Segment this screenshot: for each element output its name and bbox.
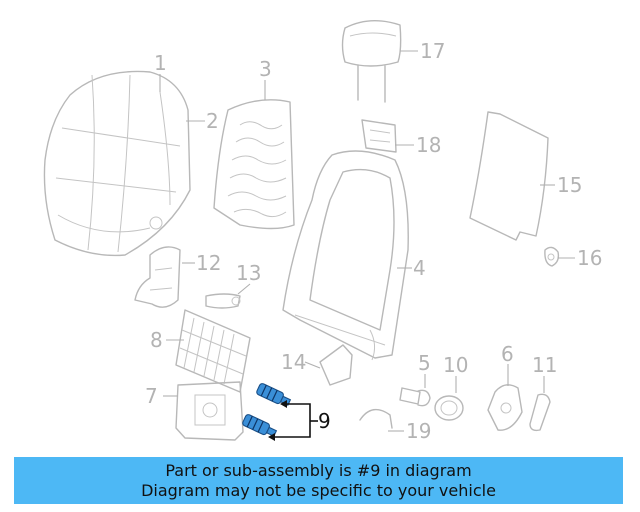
small-bracket	[319, 344, 353, 386]
callout-2: 2	[206, 109, 219, 133]
callout-12: 12	[196, 251, 221, 275]
bolt	[399, 387, 431, 407]
back-panel	[469, 111, 549, 241]
part-9-lower-component	[242, 414, 278, 437]
leader-lines	[159, 50, 575, 432]
recliner-cover	[487, 384, 523, 431]
callout-17: 17	[420, 39, 445, 63]
callout-15: 15	[557, 173, 582, 197]
callout-10: 10	[443, 353, 468, 377]
part-9-highlighted	[242, 383, 292, 437]
callout-6: 6	[501, 342, 514, 366]
callout-9-bracket	[268, 400, 318, 441]
callout-9: 9	[318, 409, 331, 433]
headrest	[341, 20, 402, 103]
callout-1: 1	[154, 51, 167, 75]
knob	[434, 395, 464, 421]
side-bracket	[134, 246, 181, 308]
callout-5: 5	[418, 351, 431, 375]
seat-back-frame	[282, 150, 409, 361]
seat-back-cover	[43, 70, 191, 257]
part-9-upper-component	[256, 383, 292, 406]
wire	[359, 408, 393, 429]
clip	[544, 246, 560, 267]
callout-14: 14	[281, 350, 306, 374]
caption-line-1: Part or sub-assembly is #9 in diagram	[165, 460, 472, 480]
pin	[205, 293, 241, 309]
callout-3: 3	[259, 57, 272, 81]
callout-labels: 1 2 3 4 5 6 7 8 9 10 11 12 13 14 15 16 1…	[145, 39, 602, 443]
caption-line-2: Diagram may not be specific to your vehi…	[141, 480, 496, 500]
callout-19: 19	[406, 419, 431, 443]
lumbar-support	[175, 309, 251, 393]
caption-banner: Part or sub-assembly is #9 in diagram Di…	[14, 457, 623, 504]
callout-16: 16	[577, 246, 602, 270]
callout-8: 8	[150, 328, 163, 352]
callout-4: 4	[413, 256, 426, 280]
callout-13: 13	[236, 261, 261, 285]
lumbar-adjuster	[175, 381, 244, 441]
seat-back-pad	[213, 99, 295, 230]
trim-strip	[529, 393, 551, 432]
callout-11: 11	[532, 353, 557, 377]
callout-7: 7	[145, 384, 158, 408]
callout-18: 18	[416, 133, 441, 157]
headrest-guide	[361, 119, 397, 153]
